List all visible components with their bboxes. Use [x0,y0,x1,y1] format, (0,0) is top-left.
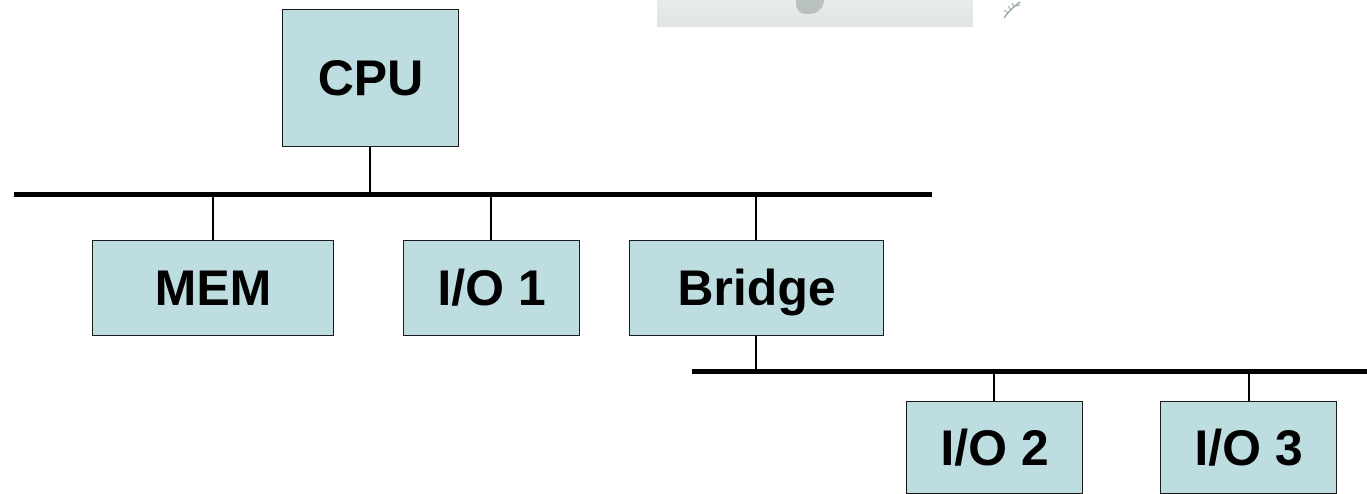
cropped-photo-detail [796,0,824,14]
cpu-connector [369,146,371,193]
io3-label: I/O 3 [1194,419,1303,476]
mem-box: MEM [92,240,334,336]
bridge-label: Bridge [677,260,836,316]
io1-connector [490,196,492,241]
io2-connector [993,373,995,402]
mem-connector [212,196,214,241]
io2-box: I/O 2 [906,401,1083,494]
io1-label: I/O 1 [437,260,546,316]
mem-label: MEM [154,260,272,316]
io1-box: I/O 1 [403,240,580,336]
io3-box: I/O 3 [1160,401,1337,494]
cpu-label: CPU [317,50,424,106]
io3-connector [1248,373,1250,402]
leaf-sprig-icon [1003,1,1021,19]
bridge-box: Bridge [629,240,884,336]
io2-label: I/O 2 [940,419,1049,476]
main-bus [14,192,932,197]
bridge-top-connector [755,196,757,241]
secondary-bus [692,369,1367,374]
cpu-box: CPU [282,9,459,147]
bridge-bottom-connector [755,335,757,370]
